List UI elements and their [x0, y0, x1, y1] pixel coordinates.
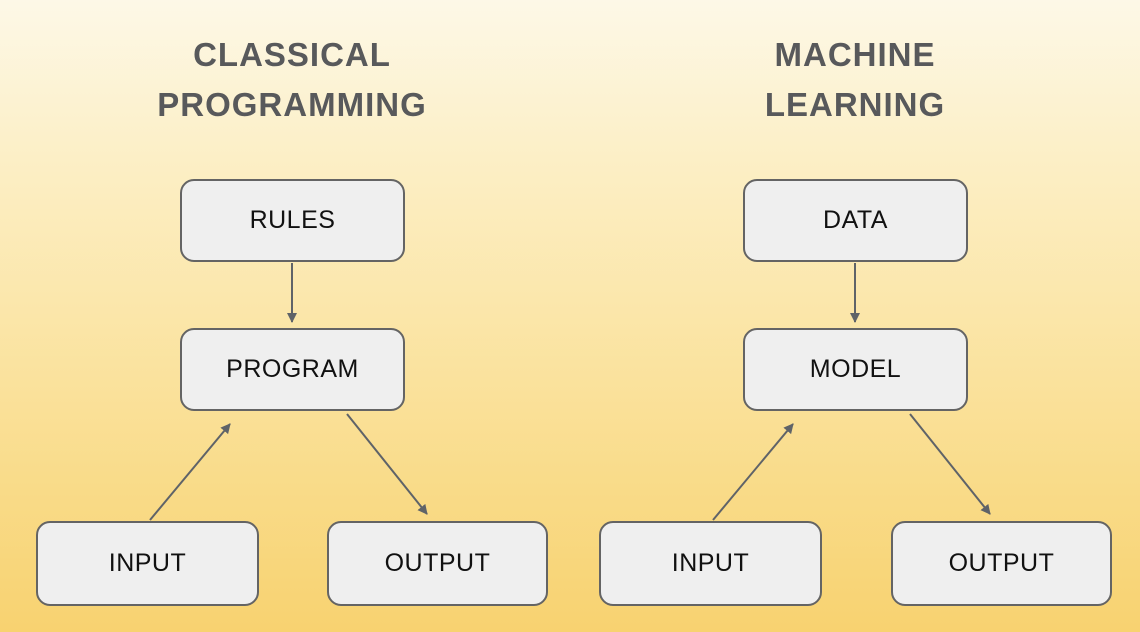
node-input-right: INPUT — [599, 521, 822, 606]
node-model: MODEL — [743, 328, 968, 411]
node-program: PROGRAM — [180, 328, 405, 411]
arrow-program-to-output — [346, 413, 428, 515]
node-output-left: OUTPUT — [327, 521, 548, 606]
right-panel-title: MACHINE LEARNING — [764, 36, 946, 123]
node-output-right: OUTPUT — [891, 521, 1112, 606]
left-panel-title: CLASSICAL PROGRAMMING — [157, 36, 427, 123]
arrow-input-to-program — [149, 423, 231, 521]
arrow-input-to-model — [712, 423, 794, 521]
arrow-model-to-output — [909, 413, 991, 515]
node-data: DATA — [743, 179, 968, 262]
node-rules: RULES — [180, 179, 405, 262]
node-input-left: INPUT — [36, 521, 259, 606]
